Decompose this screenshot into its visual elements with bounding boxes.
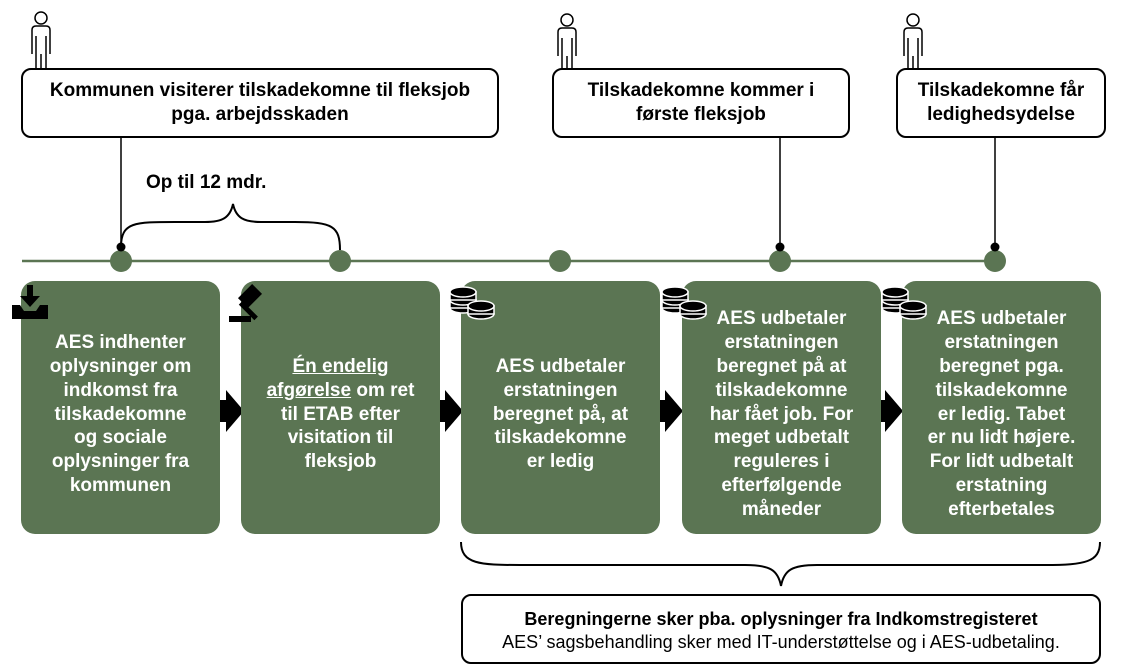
step-pay-job: AES udbetaler erstatningen beregnet på a…	[682, 281, 881, 534]
calculation-summary-title: Beregningerne sker pba. oplysninger fra …	[524, 609, 1038, 629]
decision-underlined-text: Én endelig afgørelse	[266, 355, 389, 401]
timeline-node	[769, 250, 791, 272]
calculation-brace	[460, 541, 1101, 587]
timeline-node	[549, 250, 571, 272]
coins-icon	[449, 286, 495, 320]
connector-dot	[990, 242, 1000, 252]
step-pay-unemployed-text: AES udbetaler erstatningen beregnet på, …	[492, 355, 629, 473]
step-pay-unemployment-benefit: AES udbetaler erstatningen beregnet pga.…	[902, 281, 1101, 534]
callout-first-job-text: Tilskadekomne kommer i første fleksjob	[587, 80, 815, 125]
step-decision: Én endelig afgørelse om ret til ETAB eft…	[241, 281, 440, 534]
step-pay-job-text: AES udbetaler erstatningen beregnet på a…	[709, 307, 854, 521]
period-brace	[120, 203, 341, 251]
timeline-node	[110, 250, 132, 272]
period-label: Op til 12 mdr.	[146, 172, 267, 193]
step-decision-text: Én endelig afgørelse om ret til ETAB eft…	[267, 355, 415, 475]
step-collect-info-text: AES indhenter oplysninger om indkomst fr…	[49, 331, 192, 497]
step-collect-info: AES indhenter oplysninger om indkomst fr…	[21, 281, 220, 534]
inbox-download-icon	[12, 285, 48, 319]
decision-rest-text: om ret til ETAB efter visitation til fle…	[281, 379, 415, 473]
callout-unemployment-text: Tilskadekomne får ledighedsydelse	[917, 80, 1085, 125]
callout-first-job: Tilskadekomne kommer i første fleksjob	[552, 68, 850, 138]
calculation-summary-subtitle: AES’ sagsbehandling sker med IT-understø…	[502, 632, 1060, 653]
step-pay-unemployed: AES udbetaler erstatningen beregnet på, …	[461, 281, 660, 534]
callout-visitation-text: Kommunen visiterer tilskadekomne til fle…	[49, 80, 471, 125]
calculation-summary: Beregningerne sker pba. oplysninger fra …	[461, 594, 1101, 664]
connector-dot	[775, 242, 785, 252]
timeline-node	[329, 250, 351, 272]
gavel-icon	[229, 283, 263, 322]
coins-icon	[881, 286, 927, 320]
callout-unemployment: Tilskadekomne får ledighedsydelse	[896, 68, 1106, 138]
step-pay-unemployment-benefit-text: AES udbetaler erstatningen beregnet pga.…	[927, 307, 1076, 521]
timeline-node	[984, 250, 1006, 272]
callout-visitation: Kommunen visiterer tilskadekomne til fle…	[21, 68, 499, 138]
coins-icon	[661, 286, 707, 320]
